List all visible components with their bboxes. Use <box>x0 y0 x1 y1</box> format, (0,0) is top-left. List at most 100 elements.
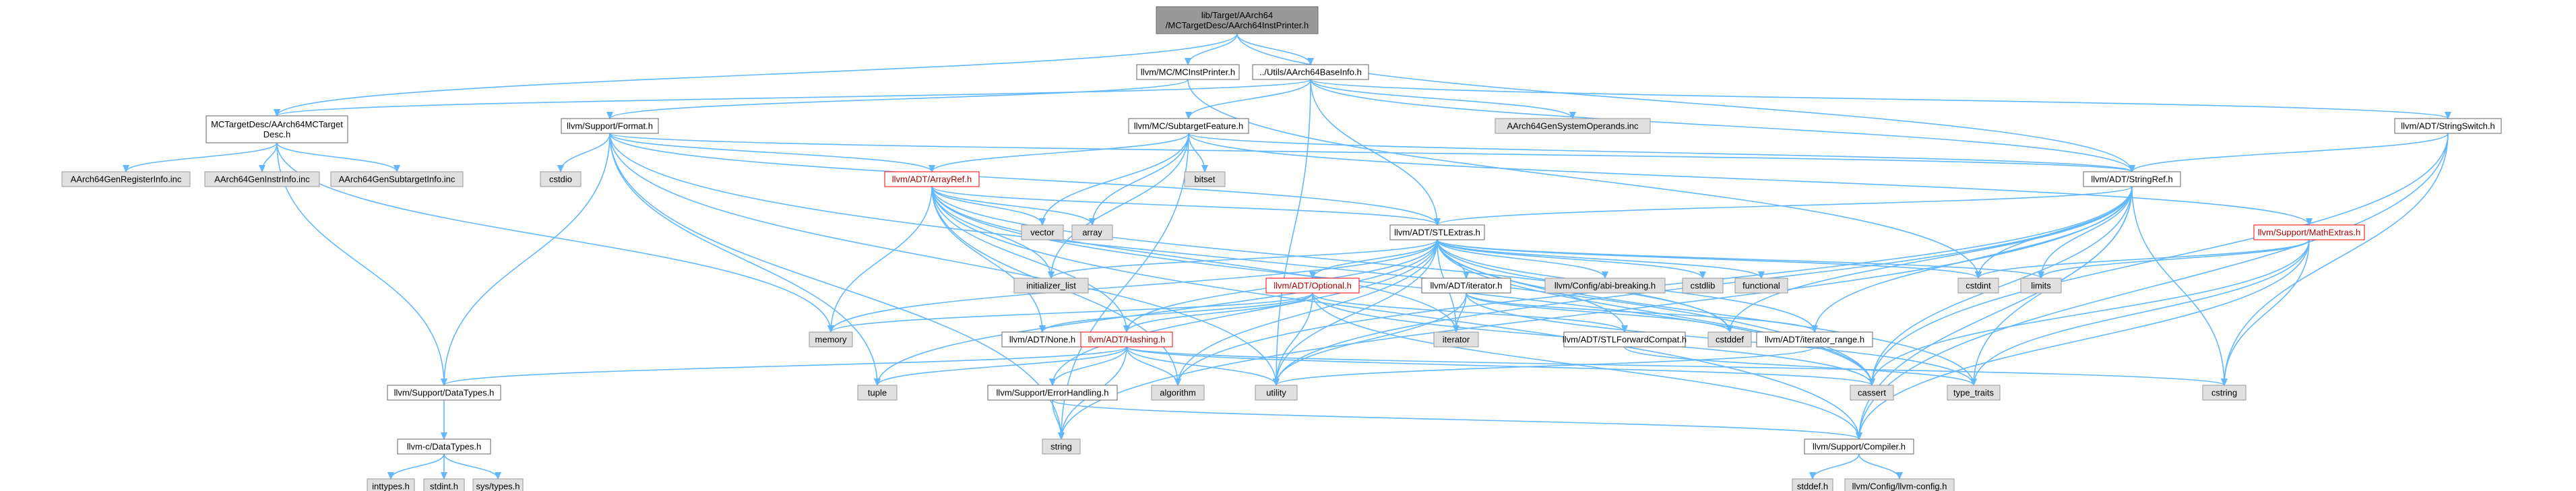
node-llvm-support-datatypes-h[interactable]: llvm/Support/DataTypes.h <box>387 385 501 401</box>
node-llvm-config-llvm-config-h: llvm/Config/llvm-config.h <box>1844 478 1955 491</box>
node-bitset: bitset <box>1184 171 1226 187</box>
edge-stlextras-to-errorhandling <box>1053 239 1438 385</box>
node-llvm-adt-stringswitch-h[interactable]: llvm/ADT/StringSwitch.h <box>2394 118 2502 134</box>
node-box <box>1544 277 1666 294</box>
node-utils-aarch64baseinfo-h[interactable]: ../Utils/AArch64BaseInfo.h <box>1252 64 1369 80</box>
node-box <box>61 171 191 187</box>
node-llvm-support-mathextras-h[interactable]: llvm/Support/MathExtras.h <box>2253 224 2365 240</box>
node-box <box>1734 277 1788 294</box>
node-label: llvm/Support/Format.h <box>567 121 653 131</box>
node-stdint-h: stdint.h <box>423 478 465 491</box>
edge-mathextras-to-cstring <box>2224 239 2310 385</box>
edge-mctargetdesc-to-memory <box>276 142 831 332</box>
edge-mctargetdesc-to-subtargetinfo <box>276 142 397 172</box>
node-label: llvm/ADT/Hashing.h <box>1088 334 1166 344</box>
node-llvm-support-compiler-h[interactable]: llvm/Support/Compiler.h <box>1804 438 1914 455</box>
edge-stringref-to-cstring <box>2131 186 2224 385</box>
node-llvm-adt-none-h[interactable]: llvm/ADT/None.h <box>1001 331 1083 348</box>
edge-stringref-to-cassert <box>1872 186 2133 385</box>
edge-optional-to-none <box>1042 292 1313 332</box>
node-box <box>1021 224 1064 240</box>
node-box <box>1947 385 2001 401</box>
edge-format-to-cstdio <box>561 133 610 172</box>
node-label: llvm/ADT/ArrayRef.h <box>892 174 972 184</box>
node-label: bitset <box>1194 174 1215 184</box>
edge-stlextras-to-initlist <box>1051 239 1438 278</box>
edge-hashing-to-tuple <box>877 346 1127 385</box>
edge-stlextras-to-limits <box>1437 239 2041 278</box>
node-llvm-adt-iterator-range-h[interactable]: llvm/ADT/iterator_range.h <box>1756 331 1873 348</box>
node-label: llvm/ADT/iterator.h <box>1431 280 1503 290</box>
node-llvm-c-datatypes-h[interactable]: llvm-c/DataTypes.h <box>397 438 491 455</box>
node-box <box>1080 331 1173 348</box>
node-aarch64geninstrinfo-inc: AArch64GenInstrInfo.inc <box>204 171 320 187</box>
node-box <box>1389 224 1485 240</box>
node-box <box>2083 171 2181 187</box>
edge-subtarget-to-stringref <box>1188 133 2132 172</box>
node-box <box>1252 64 1369 80</box>
node-label: utility <box>1266 387 1286 397</box>
node-lib-target-aarch64-mctargetdesc-aarch64instprinter-h[interactable]: lib/Target/AArch64/MCTargetDesc/AArch64I… <box>1156 6 1319 34</box>
node-iterator: iterator <box>1433 331 1479 348</box>
node-llvm-mc-subtargetfeature-h[interactable]: llvm/MC/SubtargetFeature.h <box>1128 118 1249 134</box>
edge-stringref-to-limits <box>2041 186 2133 278</box>
node-llvm-adt-stringref-h[interactable]: llvm/ADT/StringRef.h <box>2083 171 2181 187</box>
node-llvm-adt-hashing-h[interactable]: llvm/ADT/Hashing.h <box>1080 331 1173 348</box>
edge-format-to-datatypes <box>444 133 610 385</box>
edge-root-to-stringref <box>1236 33 2132 172</box>
node-label: cstdlib <box>1691 280 1716 290</box>
edge-arrayref-to-iterator <box>931 186 1456 332</box>
edge-stlextras-to-optional <box>1313 239 1438 278</box>
edge-arrayref-to-array <box>931 186 1092 225</box>
node-llvm-adt-stlextras-h[interactable]: llvm/ADT/STLExtras.h <box>1389 224 1485 240</box>
node-label: algorithm <box>1160 387 1195 397</box>
edge-hashing-to-utility <box>1126 346 1276 385</box>
node-label: llvm/ADT/iterator_range.h <box>1765 334 1864 344</box>
node-llvm-adt-stlforwardcompat-h[interactable]: llvm/ADT/STLForwardCompat.h <box>1563 331 1687 348</box>
node-box <box>1707 331 1752 348</box>
edge-stlextras-to-algorithm <box>1178 239 1438 385</box>
edge-stlextras-to-typetraits <box>1437 239 1974 385</box>
node-cstdio: cstdio <box>540 171 582 187</box>
edge-stringref-to-stlextras <box>1437 186 2133 225</box>
node-label: sys/types.h <box>476 481 520 491</box>
node-label: llvm/Config/abi-breaking.h <box>1554 280 1656 290</box>
node-label: lib/Target/AArch64 <box>1201 10 1273 20</box>
node-box <box>1756 331 1873 348</box>
node-llvm-support-format-h[interactable]: llvm/Support/Format.h <box>561 118 659 134</box>
node-label: cstring <box>2211 387 2237 397</box>
node-vector: vector <box>1021 224 1064 240</box>
node-utility: utility <box>1255 385 1298 401</box>
node-box <box>1957 277 1999 294</box>
node-llvm-support-errorhandling-h[interactable]: llvm/Support/ErrorHandling.h <box>987 385 1118 401</box>
node-label: llvm/Config/llvm-config.h <box>1852 481 1947 491</box>
node-llvm-mc-mcinstprinter-h[interactable]: llvm/MC/MCInstPrinter.h <box>1136 64 1240 80</box>
edge-hashing-to-cassert <box>1126 346 1872 385</box>
edge-stringswitch-to-cassert <box>1872 133 2449 385</box>
node-label: llvm/ADT/StringRef.h <box>2091 174 2172 184</box>
node-llvm-adt-arrayref-h[interactable]: llvm/ADT/ArrayRef.h <box>884 171 980 187</box>
node-cstring: cstring <box>2202 385 2247 401</box>
node-label: vector <box>1030 227 1055 237</box>
edge-stlextras-to-functional <box>1437 239 1761 278</box>
node-llvm-adt-iterator-h[interactable]: llvm/ADT/iterator.h <box>1421 277 1511 294</box>
edge-format-to-arrayref <box>609 133 932 172</box>
node-box <box>884 171 980 187</box>
edge-subtarget-to-bitset <box>1188 133 1205 172</box>
node-box <box>387 385 501 401</box>
node-label: cstdio <box>549 174 572 184</box>
node-label: string <box>1050 441 1072 451</box>
edge-mathextras-to-compiler <box>1859 239 2310 439</box>
node-label: /MCTargetDesc/AArch64InstPrinter.h <box>1166 20 1309 30</box>
node-llvm-adt-optional-h[interactable]: llvm/ADT/Optional.h <box>1265 277 1360 294</box>
node-label: Desc.h <box>263 129 290 139</box>
edge-arrayref-to-hashing <box>931 186 1127 332</box>
edge-stlextras-to-memory <box>831 239 1438 332</box>
edge-stringswitch-to-stringref <box>2132 133 2449 172</box>
edge-hashing-to-errorhandling <box>1053 346 1127 385</box>
node-box <box>330 171 464 187</box>
node-box <box>1844 478 1955 491</box>
edge-optional-to-hashing <box>1127 292 1313 332</box>
edge-cdatatypes-to-systypes <box>443 453 498 479</box>
